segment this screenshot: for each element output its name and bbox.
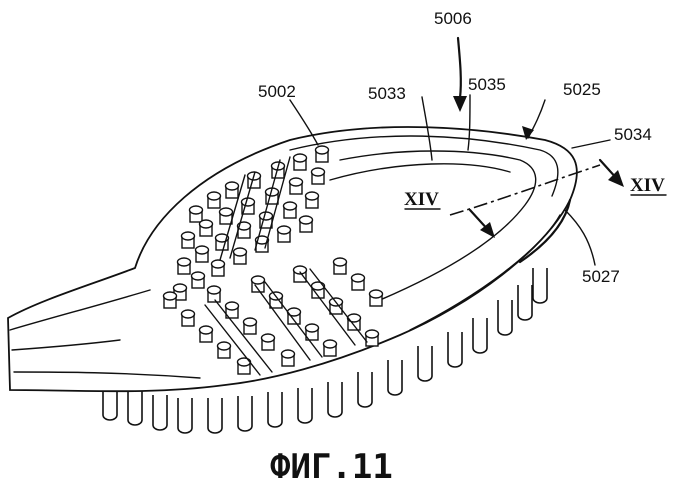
bristle-tuft	[208, 286, 221, 302]
under-bristle	[153, 395, 167, 430]
bristle-tuft	[288, 308, 301, 324]
bristle-tuft	[300, 216, 313, 232]
under-bristle	[208, 398, 222, 433]
section-arrow-right	[600, 160, 624, 187]
label-5027: 5027	[582, 267, 620, 286]
bristle-tuft	[272, 162, 285, 178]
label-5034: 5034	[614, 125, 652, 144]
label-5025: 5025	[563, 80, 601, 99]
label-5006: 5006	[434, 9, 472, 28]
bristle-tuft	[348, 314, 361, 330]
under-bristle	[388, 360, 402, 395]
bristle-tuft	[370, 290, 383, 306]
bristle-tuft	[244, 318, 257, 334]
bristle-tuft	[294, 266, 307, 282]
figure-caption: ФИГ.11	[270, 447, 393, 487]
under-bristle	[268, 392, 282, 427]
bristle-tuft	[324, 340, 337, 356]
bristle-tuft	[226, 182, 239, 198]
under-bristle	[518, 285, 532, 320]
under-bristle	[418, 346, 432, 381]
bristle-tuft	[282, 350, 295, 366]
bristle-tuft	[334, 258, 347, 274]
under-bristle	[358, 372, 372, 407]
bristle-tuft	[218, 342, 231, 358]
bristle-tuft	[196, 246, 209, 262]
bristle-tuft	[306, 192, 319, 208]
under-bristle	[178, 398, 192, 433]
bristle-tuft	[262, 334, 275, 350]
label-5002: 5002	[258, 82, 296, 101]
label-5035: 5035	[468, 75, 506, 94]
bristle-tuft	[178, 258, 191, 274]
under-bristle	[238, 396, 252, 431]
bristle-tuft	[212, 260, 225, 276]
bristle-tuft	[330, 298, 343, 314]
under-bristle	[473, 318, 487, 353]
bristle-tuft	[290, 178, 303, 194]
bristle-tuft	[366, 330, 379, 346]
under-bristle	[298, 388, 312, 423]
bristle-tuft	[234, 248, 247, 264]
bristle-tuft	[192, 272, 205, 288]
bristle-tuft	[316, 146, 329, 162]
bristle-tuft	[200, 220, 213, 236]
section-mark-right: XIV	[630, 175, 665, 196]
bristle-tuft	[352, 274, 365, 290]
bristle-tuft	[208, 192, 221, 208]
bristle-tuft	[312, 168, 325, 184]
under-bristle	[448, 332, 462, 367]
section-mark-left: XIV	[404, 189, 439, 210]
under-bristle	[328, 382, 342, 417]
bristle-tuft	[294, 154, 307, 170]
bristle-tuft	[220, 208, 233, 224]
bristle-tuft	[190, 206, 203, 222]
under-bristle	[533, 268, 547, 303]
label-5033: 5033	[368, 84, 406, 103]
bristle-tuft	[278, 226, 291, 242]
bristle-tuft	[270, 292, 283, 308]
bristle-tuft	[200, 326, 213, 342]
bristle-tuft	[164, 292, 177, 308]
bristle-tuft	[182, 310, 195, 326]
bristle-tuft	[284, 202, 297, 218]
bristle-tuft	[182, 232, 195, 248]
arrow-5006	[453, 38, 467, 112]
under-bristle	[128, 390, 142, 425]
under-bristle	[498, 300, 512, 335]
